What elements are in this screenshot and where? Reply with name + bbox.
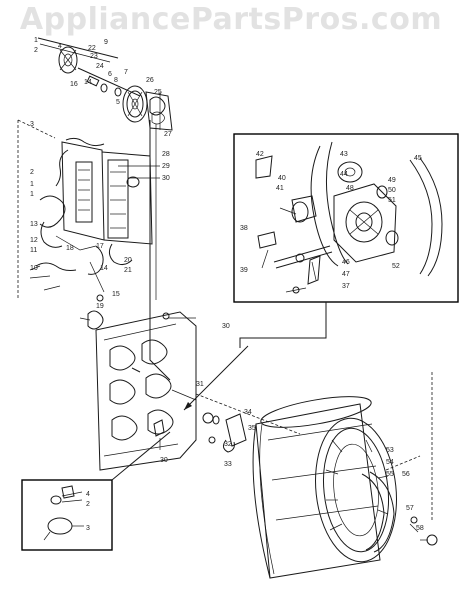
part-number-labels: 1 2 4 22 23 24 9 6 8 7 14 16 26 25 5 27 … (30, 37, 424, 532)
watermark: AppliancePartsPros.com (19, 2, 443, 37)
part-label: 30 (162, 175, 170, 182)
part-label: 1 (30, 191, 34, 198)
part-label: 31 (196, 381, 204, 388)
part-label: 49 (388, 177, 396, 184)
part-label: 42 (256, 151, 264, 158)
part-label: 39 (240, 267, 248, 274)
part-label: 30 (160, 457, 168, 464)
inset-small-parts-frame (21, 479, 113, 551)
part-label: 40 (278, 175, 286, 182)
part-label: 16 (70, 81, 78, 88)
part-label: 48 (346, 185, 354, 192)
part-label: 46 (342, 259, 350, 266)
part-label: 3 (30, 121, 34, 128)
part-label: 11 (30, 247, 37, 254)
part-label: 45 (414, 155, 422, 162)
part-label: 32 (224, 441, 232, 448)
cabinet-rear-panel (95, 120, 197, 471)
part-label: 17 (96, 243, 104, 250)
inset-leader-line (239, 302, 327, 348)
inset-drive-motor-frame (233, 133, 459, 303)
part-label: 2 (86, 501, 90, 508)
part-label: 27 (164, 131, 172, 138)
part-label: 26 (146, 77, 154, 84)
part-label: 28 (162, 151, 170, 158)
part-label: 5 (116, 99, 120, 106)
part-label: 4 (86, 491, 90, 498)
part-label: 23 (90, 53, 98, 60)
part-label: 57 (406, 505, 414, 512)
pulley-assembly (37, 37, 173, 131)
part-label: 56 (402, 471, 410, 478)
part-label: 54 (386, 459, 394, 466)
part-label: 14 (84, 79, 92, 86)
part-label: 18 (66, 245, 74, 252)
part-label: 30 (222, 323, 230, 330)
part-label: 8 (114, 77, 118, 84)
part-label: 12 (30, 237, 38, 244)
part-label: 7 (124, 69, 128, 76)
part-label: 20 (124, 257, 132, 264)
part-label: 1 (34, 37, 38, 44)
part-label: 29 (162, 163, 170, 170)
part-label: 22 (88, 45, 96, 52)
part-label: 1 (30, 181, 34, 188)
part-label: 2 (30, 169, 34, 176)
part-label: 25 (154, 89, 162, 96)
motor-switch-assembly (17, 119, 160, 330)
part-label: 6 (108, 71, 112, 78)
part-label: 3 (86, 525, 90, 532)
part-label: 50 (388, 187, 396, 194)
part-label: 24 (96, 63, 104, 70)
part-label: 10 (30, 265, 38, 272)
part-label: 51 (388, 197, 396, 204)
part-label: 55 (386, 471, 394, 478)
inset-drive-motor (233, 133, 459, 303)
part-label: 19 (96, 303, 104, 310)
part-label: 41 (276, 185, 284, 192)
drum-assembly (171, 372, 438, 579)
part-label: 14 (100, 265, 108, 272)
part-label: 43 (340, 151, 348, 158)
part-label: 9 (104, 39, 108, 46)
part-label: 53 (386, 447, 394, 454)
part-label: 2 (34, 47, 38, 54)
part-label: 33 (224, 461, 232, 468)
part-label: 21 (124, 267, 132, 274)
part-label: 4 (58, 43, 62, 50)
part-label: 15 (112, 291, 120, 298)
part-label: 35 (248, 425, 256, 432)
part-label: 58 (416, 525, 424, 532)
leader-arrow (183, 345, 249, 411)
part-label: 34 (244, 409, 252, 416)
part-label: 47 (342, 271, 350, 278)
part-label: 52 (392, 263, 400, 270)
part-label: 38 (240, 225, 248, 232)
part-label: 13 (30, 221, 38, 228)
inset-small-parts (21, 431, 171, 551)
part-label: 37 (342, 283, 350, 290)
part-label: 44 (340, 171, 348, 178)
